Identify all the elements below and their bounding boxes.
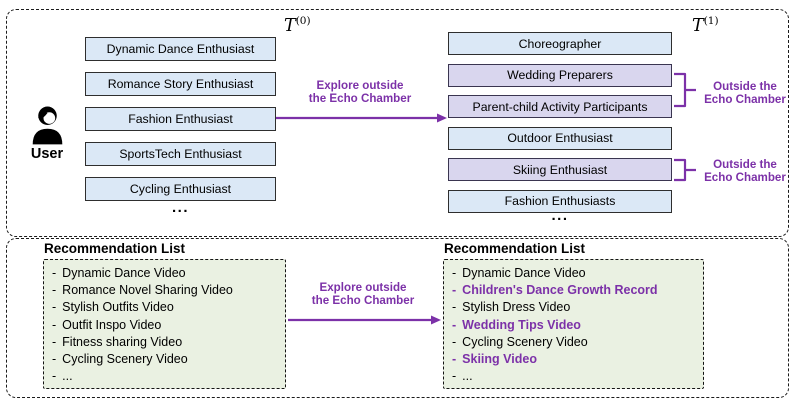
recommendation-item: -Fitness sharing Video (52, 334, 277, 351)
interest-box-label: Fashion Enthusiast (128, 112, 233, 126)
stage-t1-sup: (1) (703, 15, 719, 27)
explore-arrow-top (276, 113, 447, 123)
explore-label-line1: Explore outside (316, 79, 404, 92)
outside-label-line1: Outside the (713, 80, 777, 93)
recommendation-list-right: -Dynamic Dance Video-Children's Dance Gr… (443, 259, 704, 389)
interest-box: Fashion Enthusiasts (448, 189, 672, 213)
interest-box-label: Wedding Preparers (507, 68, 613, 82)
interest-box-label: Romance Story Enthusiast (107, 77, 254, 91)
item-dash: - (452, 300, 457, 315)
recommendation-item-label: Children's Dance Growth Record (462, 283, 658, 298)
item-dash: - (52, 283, 57, 298)
recommendation-item-label: Dynamic Dance Video (62, 266, 186, 280)
outside-brace-top (674, 72, 696, 108)
item-dash: - (452, 266, 457, 280)
recommendation-item: -Stylish Dress Video (452, 299, 695, 316)
interest-box-label: Skiing Enthusiast (512, 162, 608, 177)
recommendation-list-title-right: Recommendation List (444, 241, 586, 256)
recommendation-list-left: -Dynamic Dance Video-Romance Novel Shari… (43, 259, 286, 389)
recommendation-item-label: ... (462, 369, 473, 384)
item-dash: - (452, 369, 457, 384)
item-dash: - (452, 283, 457, 298)
item-dash: - (52, 334, 57, 349)
right-column-ellipsis: ... (551, 207, 569, 224)
outside-echo-label-bottom: Outside the Echo Chamber (699, 158, 791, 184)
stage-t1-letter: T (692, 15, 704, 36)
outside-label-line2: Echo Chamber (704, 93, 786, 106)
interest-box: Dynamic Dance Enthusiast (85, 37, 276, 61)
outside-label-line1: Outside the (713, 158, 777, 171)
item-dash: - (452, 334, 457, 349)
interest-box: Outdoor Enthusiast (448, 126, 672, 150)
interest-box: Skiing Enthusiast (448, 158, 672, 181)
outside-label-line2: Echo Chamber (704, 171, 786, 184)
item-dash: - (452, 352, 457, 367)
item-dash: - (52, 369, 57, 384)
recommendation-item: -Cycling Scenery Video (452, 334, 695, 351)
outside-brace-bottom (674, 158, 696, 182)
recommendation-item: -Outfit Inspo Video (52, 317, 277, 334)
interest-box: Cycling Enthusiast (85, 177, 276, 201)
user-icon (32, 106, 62, 145)
stage-t0-letter: T (284, 15, 296, 36)
recommendation-item: -Dynamic Dance Video (452, 265, 695, 282)
interest-box: Choreographer (448, 32, 672, 55)
interest-box-label: Outdoor Enthusiast (507, 131, 613, 145)
recommendation-item-label: Dynamic Dance Video (462, 266, 586, 280)
recommendation-item: -Cycling Scenery Video (52, 351, 277, 368)
recommendation-item: -... (52, 368, 277, 385)
interest-box-label: Cycling Enthusiast (129, 182, 232, 196)
recommendation-item: -Stylish Outfits Video (52, 299, 277, 316)
recommendation-item: -... (452, 368, 695, 385)
item-dash: - (52, 317, 57, 332)
recommendation-item-label: Skiing Video (462, 352, 537, 367)
recommendation-item-label: Stylish Outfits Video (62, 300, 174, 315)
item-dash: - (52, 300, 57, 315)
item-dash: - (52, 352, 57, 367)
item-dash: - (452, 317, 457, 332)
recommendation-item-label: Cycling Scenery Video (62, 352, 188, 367)
stage-t0-sup: (0) (295, 15, 311, 27)
explore-label-line1: Explore outside (319, 281, 407, 294)
recommendation-item-label: ... (62, 369, 73, 384)
interest-box: Wedding Preparers (448, 63, 672, 87)
recommendation-item: -Children's Dance Growth Record (452, 282, 695, 299)
interest-box-label: SportsTech Enthusiast (119, 147, 242, 161)
stage-label-t0: T(0) (284, 15, 311, 36)
recommendation-list-title-left: Recommendation List (44, 241, 186, 256)
explore-label-line2: the Echo Chamber (308, 92, 412, 105)
interest-box: Parent-child Activity Participants (448, 95, 672, 118)
user-label: User (30, 146, 64, 162)
item-dash: - (52, 266, 57, 280)
recommendation-item-label: Fitness sharing Video (62, 334, 183, 349)
interest-box-label: Dynamic Dance Enthusiast (106, 42, 255, 56)
recommendation-item-label: Stylish Dress Video (462, 300, 571, 315)
explore-outside-label-bottom: Explore outside the Echo Chamber (297, 281, 429, 307)
explore-label-line2: the Echo Chamber (311, 294, 415, 307)
explore-arrow-bottom (288, 315, 441, 325)
explore-outside-label-top: Explore outside the Echo Chamber (292, 79, 428, 105)
recommendation-item-label: Romance Novel Sharing Video (62, 283, 233, 298)
interest-box: Fashion Enthusiast (85, 107, 276, 131)
recommendation-item: -Romance Novel Sharing Video (52, 282, 277, 299)
recommendation-item: -Wedding Tips Video (452, 317, 695, 334)
outside-echo-label-top: Outside the Echo Chamber (699, 80, 791, 106)
interest-box-label: Choreographer (518, 36, 602, 51)
stage-label-t1: T(1) (692, 15, 719, 36)
recommendation-item-label: Cycling Scenery Video (462, 334, 588, 349)
interest-box: Romance Story Enthusiast (85, 72, 276, 96)
recommendation-item: -Skiing Video (452, 351, 695, 368)
interest-box-label: Fashion Enthusiasts (504, 194, 616, 208)
user-figure: User (20, 105, 74, 162)
left-column-ellipsis: ... (171, 199, 189, 216)
interest-box: SportsTech Enthusiast (85, 142, 276, 166)
recommendation-item-label: Outfit Inspo Video (62, 317, 162, 332)
recommendation-item: -Dynamic Dance Video (52, 265, 277, 282)
interest-box-label: Parent-child Activity Participants (472, 99, 648, 114)
recommendation-item-label: Wedding Tips Video (462, 317, 581, 332)
